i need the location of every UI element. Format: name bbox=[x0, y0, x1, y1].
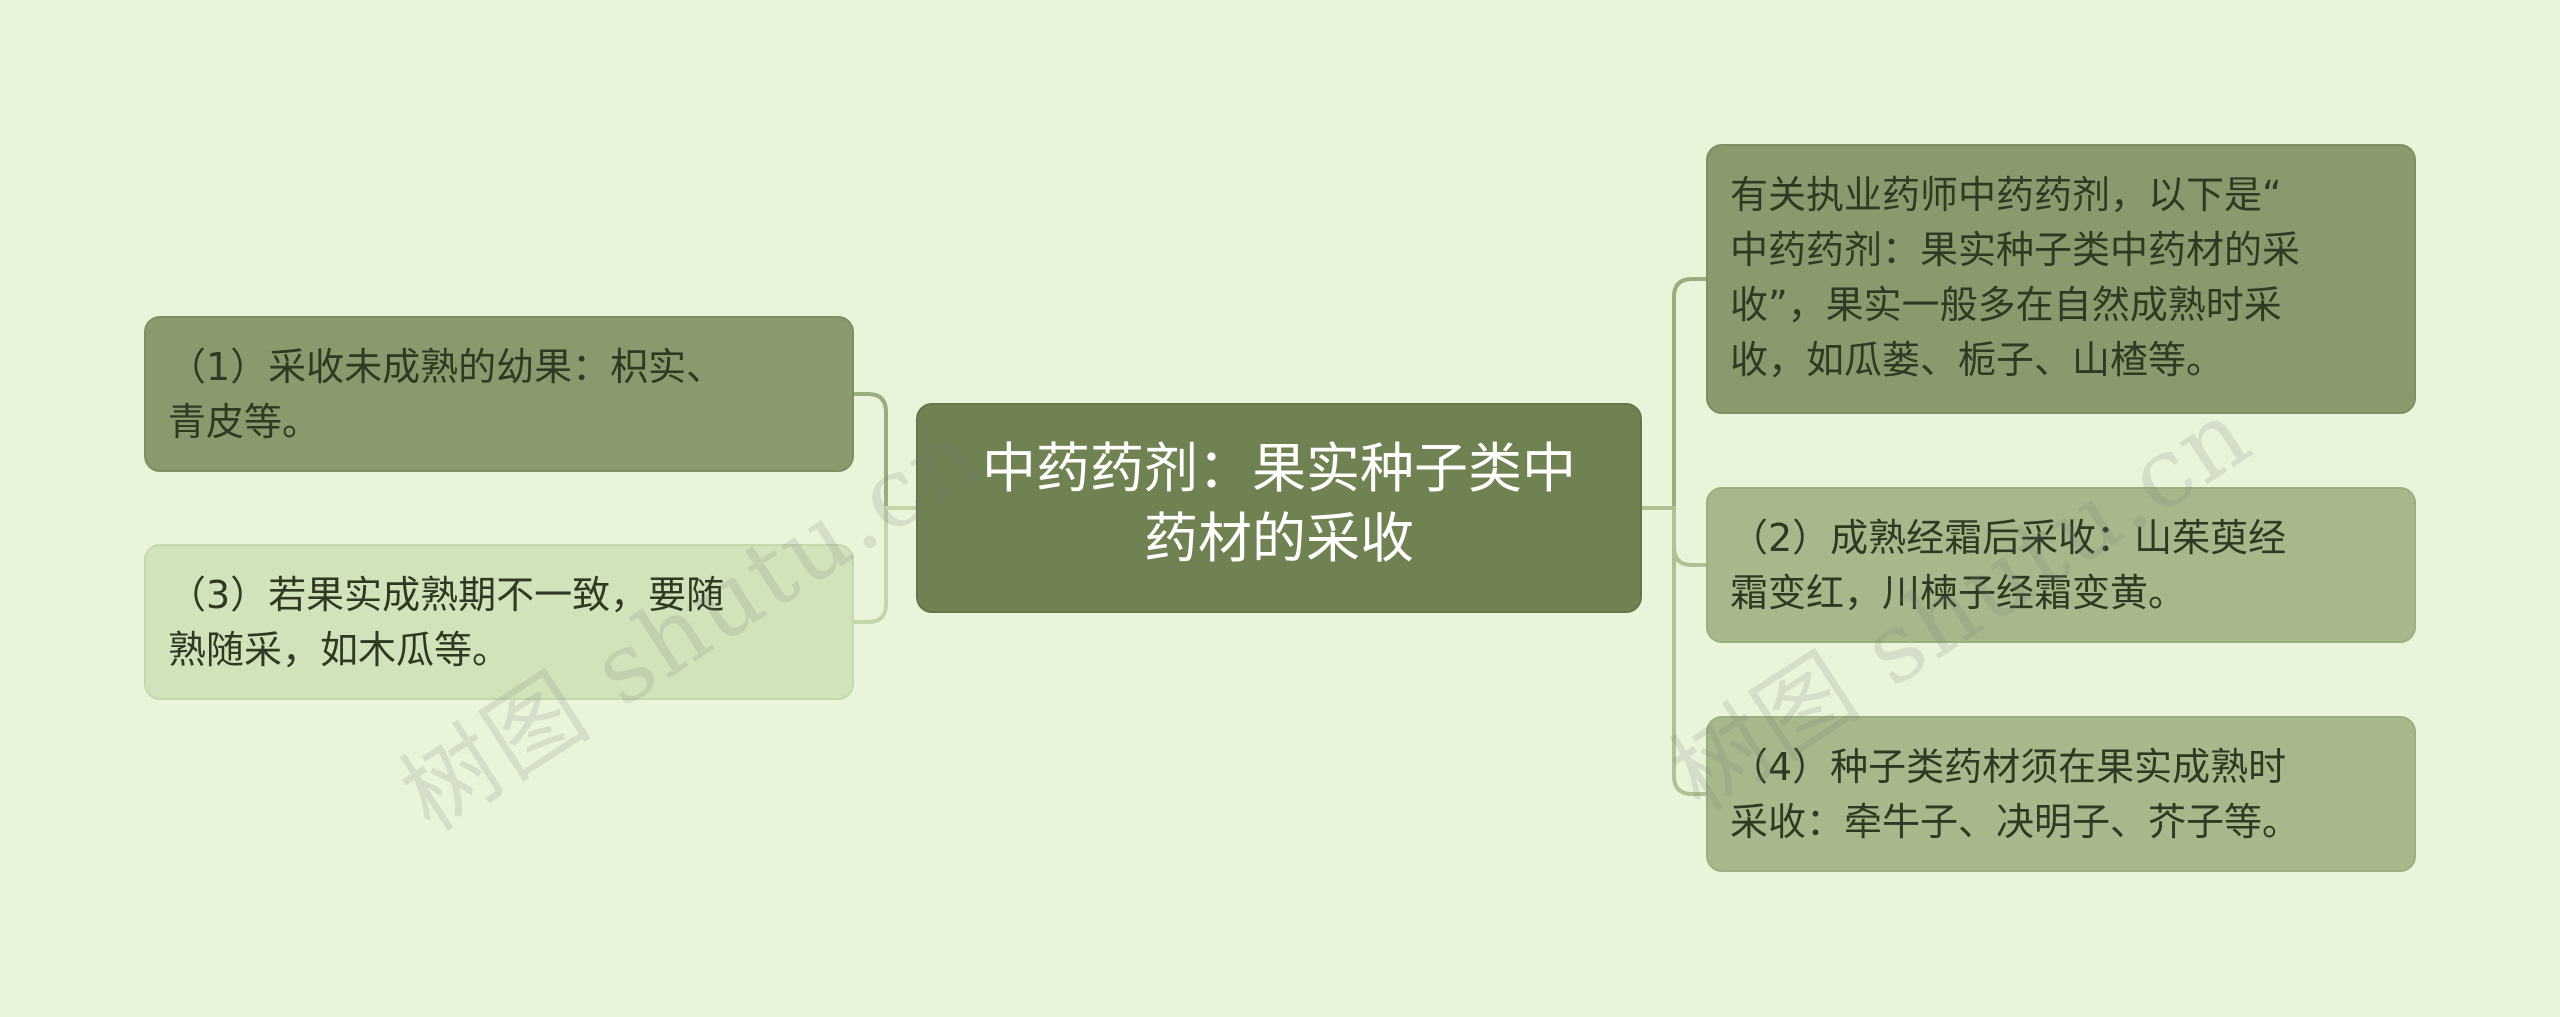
right-branch-node-2[interactable]: （2）成熟经霜后采收：山茱萸经 霜变红，川楝子经霜变黄。 bbox=[1706, 487, 2416, 643]
right-branch-label-intro: 有关执业药师中药药剂，以下是“ 中药药剂：果实种子类中药材的采 收”，果实一般多… bbox=[1730, 173, 2301, 382]
left-branch-label-3: （3）若果实成熟期不一致，要随 熟随采，如木瓜等。 bbox=[168, 573, 725, 672]
connector-right-bottom bbox=[1640, 506, 1708, 796]
left-branch-node-3[interactable]: （3）若果实成熟期不一致，要随 熟随采，如木瓜等。 bbox=[144, 544, 854, 700]
connector-left-bottom bbox=[852, 506, 918, 624]
right-branch-node-intro[interactable]: 有关执业药师中药药剂，以下是“ 中药药剂：果实种子类中药材的采 收”，果实一般多… bbox=[1706, 144, 2416, 414]
center-topic-label: 中药药剂：果实种子类中 药材的采收 bbox=[982, 437, 1576, 570]
center-topic-node[interactable]: 中药药剂：果实种子类中 药材的采收 bbox=[916, 403, 1642, 613]
left-branch-node-1[interactable]: （1）采收未成熟的幼果：枳实、 青皮等。 bbox=[144, 316, 854, 472]
right-branch-node-4[interactable]: （4）种子类药材须在果实成熟时 采收：牵牛子、决明子、芥子等。 bbox=[1706, 716, 2416, 872]
connector-right-top bbox=[1640, 277, 1708, 510]
left-branch-label-1: （1）采收未成熟的幼果：枳实、 青皮等。 bbox=[168, 345, 725, 444]
right-branch-label-2: （2）成熟经霜后采收：山茱萸经 霜变红，川楝子经霜变黄。 bbox=[1730, 516, 2287, 615]
right-branch-label-4: （4）种子类药材须在果实成熟时 采收：牵牛子、决明子、芥子等。 bbox=[1730, 745, 2301, 844]
connector-left-top bbox=[852, 392, 918, 510]
